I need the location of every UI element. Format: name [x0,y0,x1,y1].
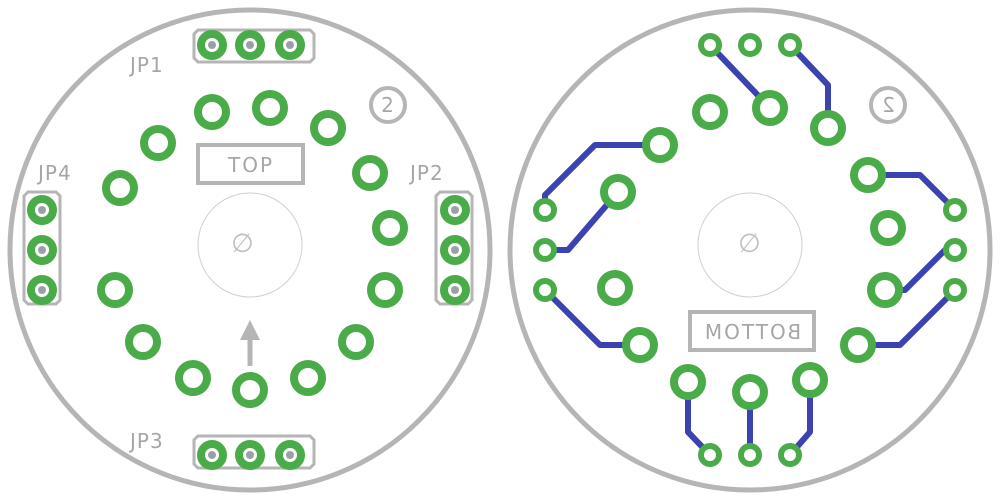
header-pad [778,443,802,467]
through-hole-pad [867,272,903,308]
through-hole-pad [792,362,828,398]
top-label: TOP [227,153,274,177]
header-pad [738,33,762,57]
header-pad [533,238,557,262]
through-hole-pad [290,360,326,396]
through-hole-pad [622,327,658,363]
jp2-header [434,190,474,306]
center-hole [197,192,303,298]
jp3-header [192,434,316,470]
through-hole-pad [692,94,728,130]
through-hole-pad [194,94,230,130]
header-pad [943,278,967,302]
top-label-box [196,143,305,185]
through-hole-pad [870,210,906,246]
jp4-label: JP4 [36,161,72,185]
through-hole-pad [597,270,633,306]
jp2-label: JP2 [408,161,444,185]
through-hole-pad [310,110,346,146]
board-outline [7,7,493,493]
revision-badge: 2 [369,86,407,124]
jp1-header [192,28,316,64]
bottom-label-box [688,310,816,352]
bottom-label: BOTTOM [703,320,801,344]
diameter-icon: ∅ [231,229,255,259]
bottom-side-board: ∅ 2 BOTTOM [507,7,993,493]
through-hole-pad [372,210,408,246]
revision-badge-mirrored: 2 [869,86,907,124]
through-hole-pad [338,324,374,360]
through-hole-pad [97,272,133,308]
through-hole-pad [642,127,678,163]
badge-label: 2 [881,93,895,117]
jp1-label: JP1 [128,53,164,77]
through-hole-pad [810,110,846,146]
header-pad [738,443,762,467]
through-hole-pad [732,374,768,410]
through-hole-pad [840,327,876,363]
header-pad [943,198,967,222]
through-hole-pad [175,360,211,396]
header-pad [943,238,967,262]
top-side-board: ∅ 2 TOP JP1 JP2 JP3 JP4 [7,7,493,493]
bottom-small-pads [533,33,967,467]
header-pad [533,198,557,222]
diameter-icon: ∅ [738,229,762,259]
board-outline [507,7,993,493]
arrow-up-icon [240,320,260,366]
through-hole-pad [352,155,388,191]
through-hole-pad [232,372,268,408]
through-hole-pad [102,170,138,206]
header-pad [698,33,722,57]
through-hole-pad [125,324,161,360]
bottom-pad-ring [597,90,906,410]
badge-label: 2 [381,93,395,117]
through-hole-pad [252,90,288,126]
jp4-header [22,190,62,306]
through-hole-pad [367,272,403,308]
center-hole [697,192,803,298]
through-hole-pad [752,90,788,126]
through-hole-pad [600,174,636,210]
header-pad [533,278,557,302]
through-hole-pad [850,157,886,193]
header-pad [698,443,722,467]
header-pad [778,33,802,57]
top-pad-ring [97,90,408,408]
through-hole-pad [140,125,176,161]
through-hole-pad [670,364,706,400]
jp3-label: JP3 [128,429,164,453]
